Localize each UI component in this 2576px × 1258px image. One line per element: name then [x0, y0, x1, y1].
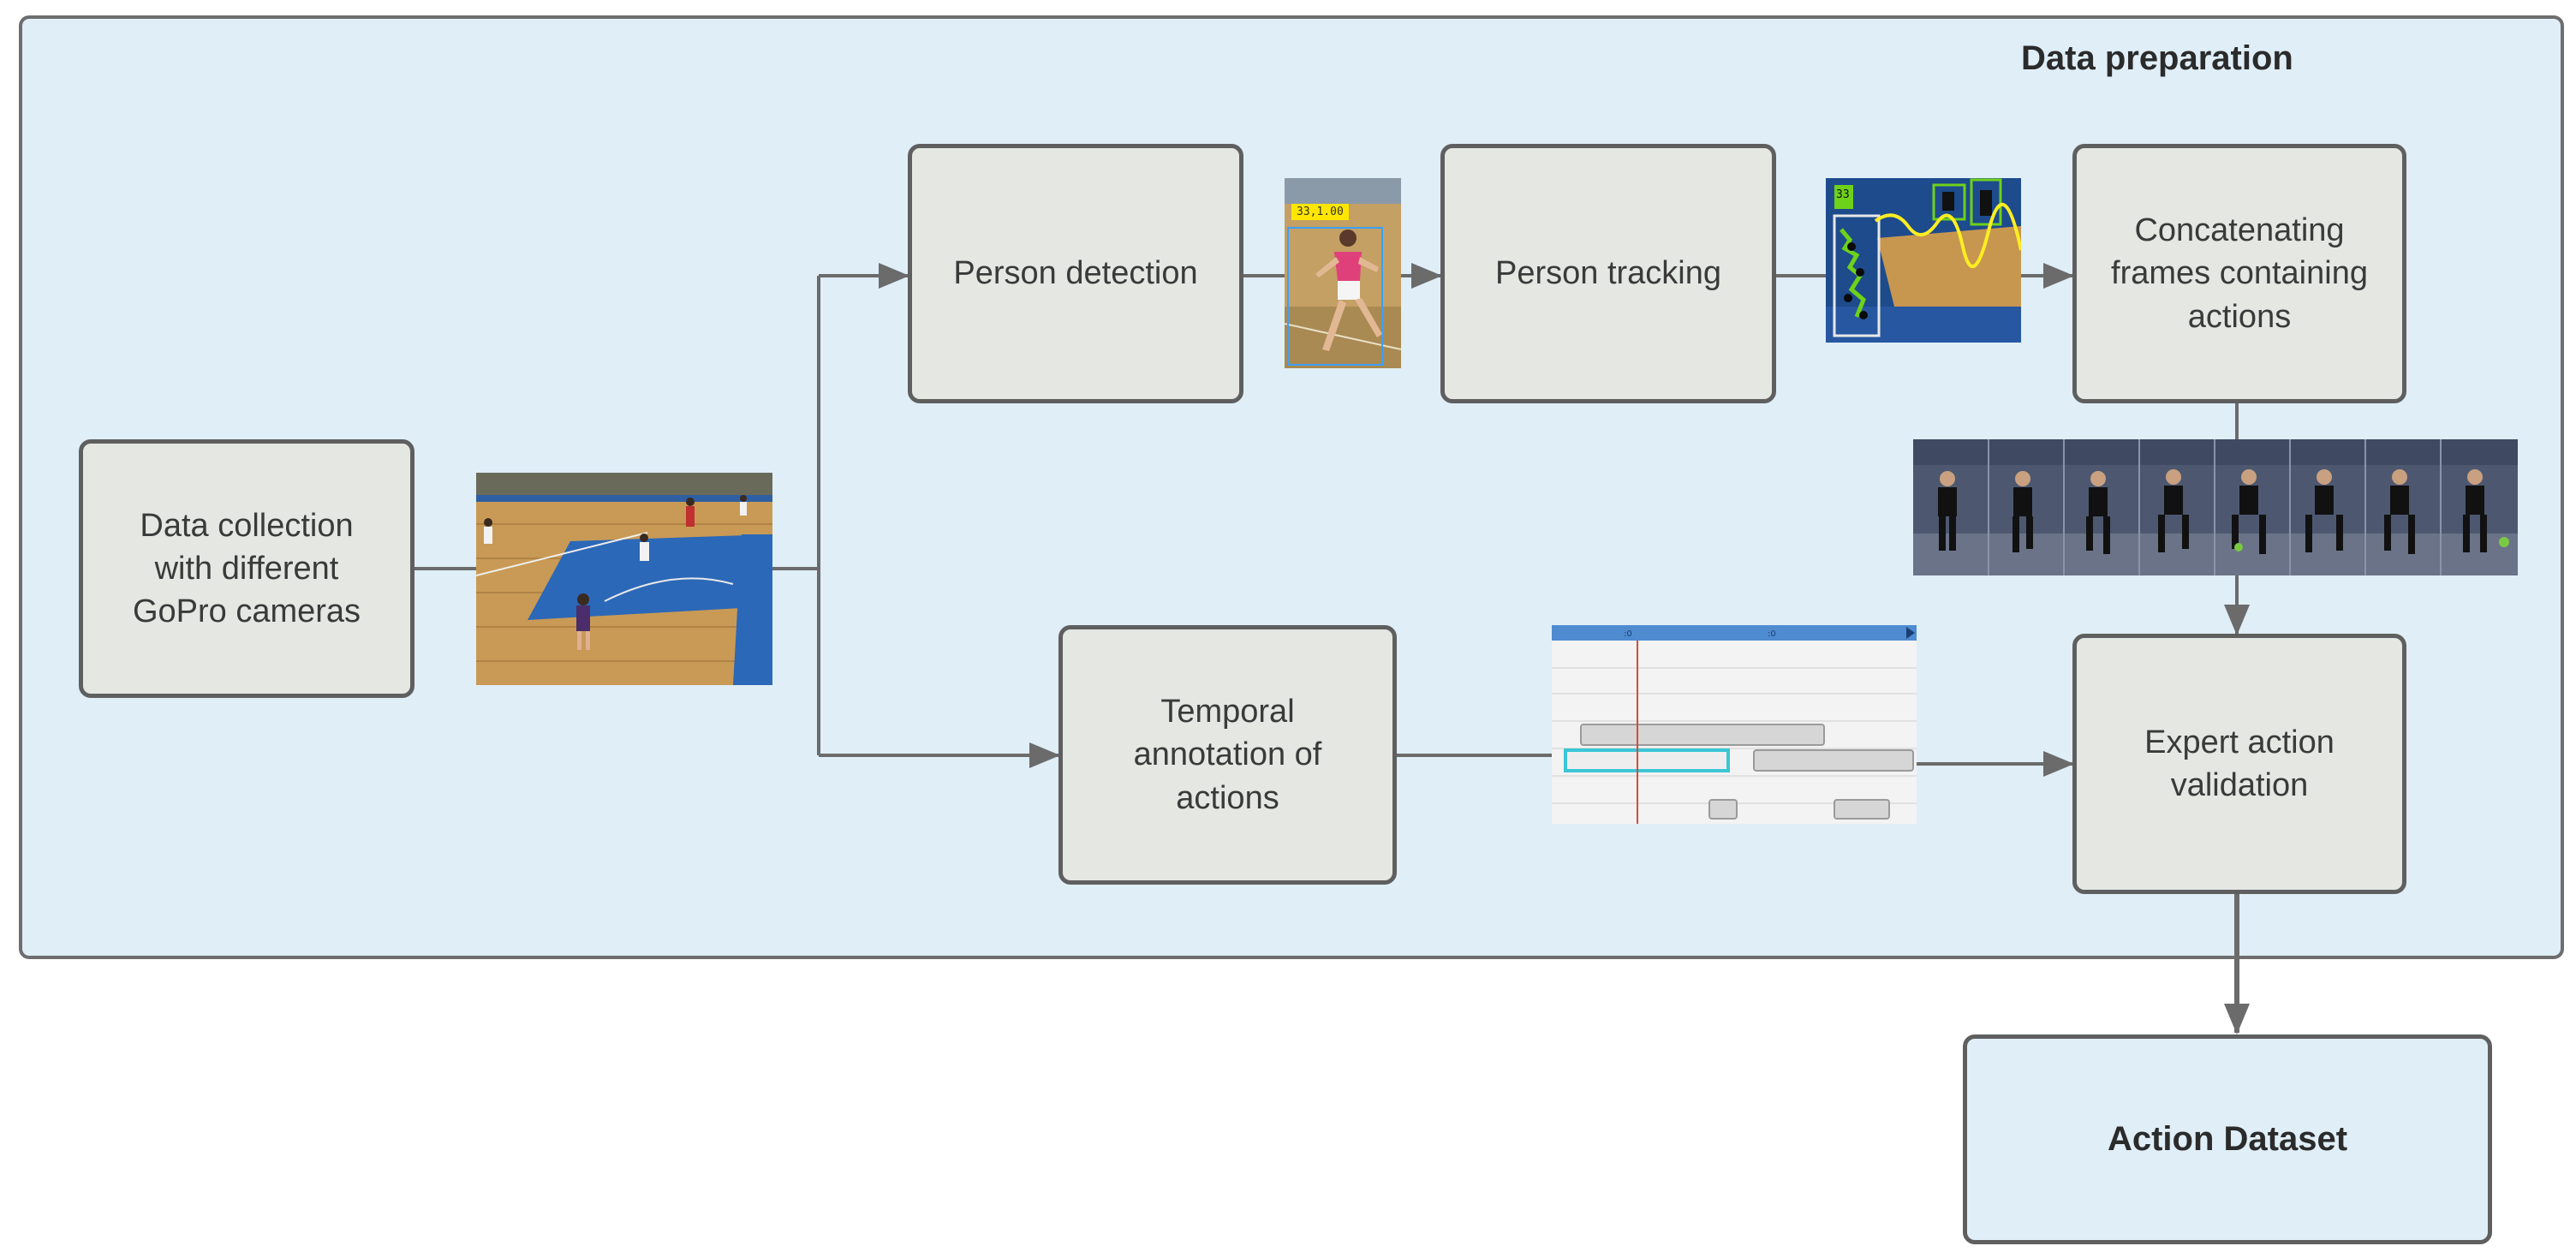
frame-dividers	[1988, 439, 2442, 575]
frame-player-figures	[1938, 469, 2487, 554]
svg-text::0: :0	[1624, 629, 1632, 639]
concatenated-frames-strip	[1913, 439, 2518, 575]
node-expert-validation: Expert action validation	[2072, 634, 2406, 894]
annotation-timeline: :0 :0	[1552, 625, 1917, 824]
player-figures	[484, 495, 747, 650]
detection-photo: 33,1.00	[1285, 178, 1401, 368]
group-title: Data preparation	[2021, 39, 2293, 77]
tracking-label: 33	[1836, 188, 1850, 201]
node-action-dataset: Action Dataset	[1963, 1034, 2492, 1244]
node-concatenating-frames: Concatenating frames containing actions	[2072, 144, 2406, 403]
node-temporal-annotation: Temporal annotation of actions	[1058, 625, 1397, 885]
node-person-detection: Person detection	[908, 144, 1243, 403]
court-photo	[476, 473, 772, 685]
node-person-tracking: Person tracking	[1440, 144, 1776, 403]
detection-label: 33,1.00	[1291, 204, 1349, 220]
tracking-photo: 33	[1826, 178, 2021, 343]
svg-text::0: :0	[1768, 629, 1776, 639]
node-data-collection: Data collection with different GoPro cam…	[79, 439, 414, 698]
